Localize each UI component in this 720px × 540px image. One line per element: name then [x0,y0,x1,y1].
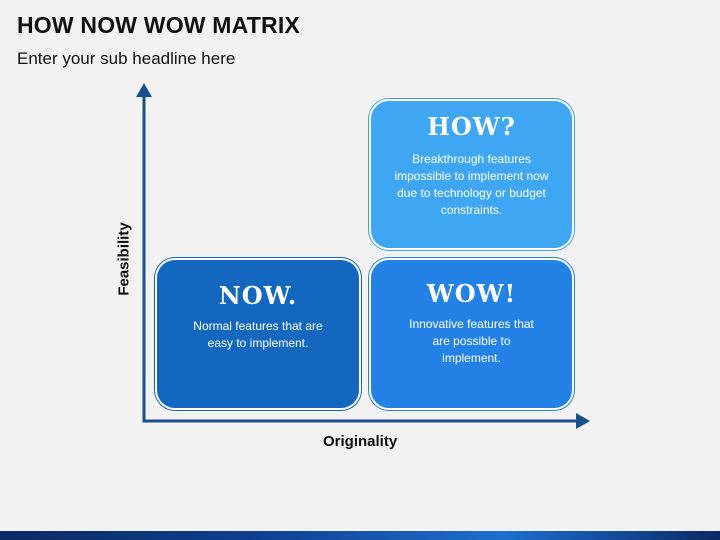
now-description: Normal features that are easy to impleme… [193,319,323,350]
how-description: Breakthrough features impossible to impl… [394,152,549,217]
y-axis-label: Feasibility [115,222,133,296]
now-heading: NOW. [218,281,298,310]
page-subtitle: Enter your sub headline here [17,49,236,68]
wow-description: Innovative features that are possible to… [409,317,534,365]
wow-quadrant: WOW! Innovative features that are possib… [369,258,574,410]
page-title: HOW NOW WOW MATRIX [17,12,300,38]
wow-heading: WOW! [426,279,517,308]
now-quadrant: NOW. Normal features that are easy to im… [155,258,361,410]
x-axis-label: Originality [323,433,398,450]
how-heading: HOW? [427,112,516,141]
x-axis-arrowhead [576,413,590,429]
y-axis-arrowhead [136,83,152,97]
how-quadrant: HOW? Breakthrough features impossible to… [369,99,574,250]
footer-accent-bar [0,531,720,540]
